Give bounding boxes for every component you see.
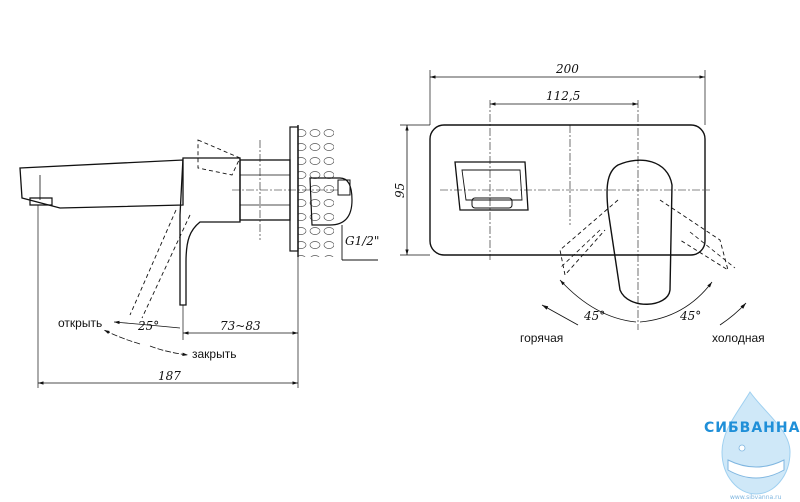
dim-height: 95 — [393, 183, 407, 198]
bathtub-icon — [727, 459, 785, 479]
handle — [606, 159, 673, 305]
side-view — [19, 125, 378, 388]
label-open: открыть — [58, 316, 102, 330]
dim-length: 187 — [158, 369, 181, 383]
logo-text: СИБВАННА — [704, 420, 800, 436]
aerator — [29, 197, 53, 206]
dim-angle: 25° — [137, 319, 159, 333]
dim-depth: 73~83 — [220, 319, 261, 333]
label-close: закрыть — [192, 347, 236, 361]
front-view — [400, 70, 747, 330]
dim-angle-right: 45° — [679, 309, 701, 323]
dim-width: 200 — [555, 62, 579, 76]
drop-icon — [721, 391, 791, 495]
wall-plate — [289, 126, 299, 252]
dim-spacing: 112,5 — [546, 89, 580, 103]
spout-outlet — [454, 161, 529, 211]
wall-hatch — [298, 125, 334, 257]
lever-body — [179, 157, 241, 306]
logo-url: www.sibvanna.ru — [730, 494, 782, 501]
aerator-front — [471, 197, 513, 209]
brand-logo — [721, 391, 791, 495]
label-hot: горячая — [520, 331, 563, 345]
spout — [19, 159, 184, 209]
dim-angle-left: 45° — [583, 309, 605, 323]
label-cold: холодная — [712, 331, 765, 345]
dim-thread: G1/2" — [345, 234, 379, 248]
cover-plate — [429, 124, 706, 256]
